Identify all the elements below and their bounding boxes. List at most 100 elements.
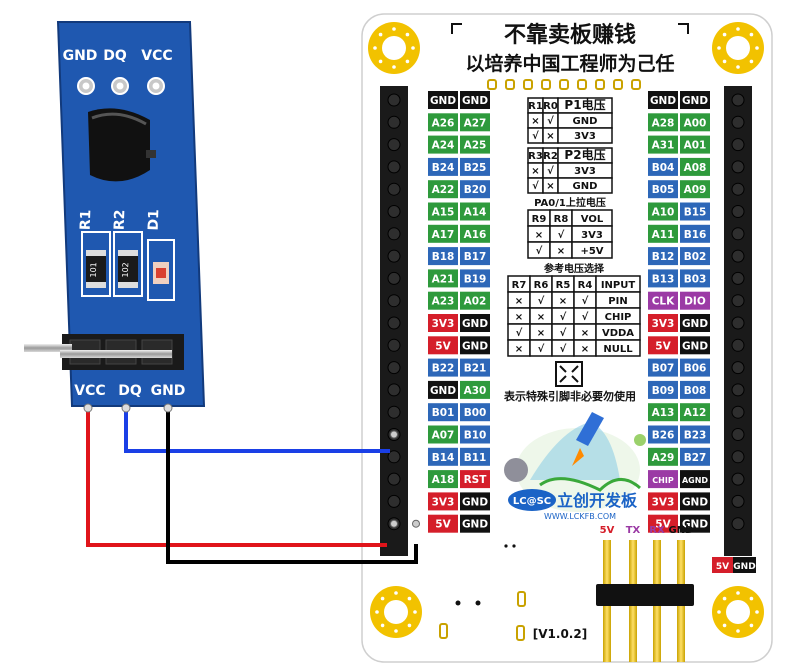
header-pin [387,227,401,241]
table-head: R6 [534,280,549,291]
pin-label-bg [680,425,710,444]
pin-label-bg [460,291,490,310]
pin-label-bg [428,113,458,132]
header-pin [387,472,401,486]
pin-label: DIO [684,296,706,308]
pin-label-bg [428,358,458,377]
header-pin [731,227,745,241]
header-pin [387,338,401,352]
temperature-sensor-chip [88,108,156,182]
table-value: × [581,344,589,355]
mount-dot [717,610,721,614]
pin-label-bg [648,447,678,466]
table-value: 3V3 [574,131,596,142]
mount-dot [392,27,396,31]
pin-label-bg [460,470,490,489]
pin-label: GND [682,318,708,330]
mount-dot [378,32,383,37]
pin-label: 5V [655,519,671,531]
pin-label: A30 [464,385,487,397]
pin-label: A22 [432,184,455,196]
pin-label-bg [428,336,458,355]
header-pin [731,249,745,263]
header-pin [387,294,401,308]
sensor-top-label-dq: DQ [103,48,127,64]
test-pad [559,79,569,90]
pin-label: 5V [655,340,671,352]
pin-label-bg [428,514,458,533]
pin-label-bg [460,157,490,176]
bottom-header-label: RX [649,525,665,536]
header-pin [731,494,745,508]
pin-label: A23 [432,296,455,308]
mount-dot [749,32,754,37]
special-pin-note: 表示特殊引脚非必要勿使用 [503,389,636,403]
header-pin [387,115,401,129]
table-value: × [515,296,523,307]
bottom-header-label: 5V [600,525,615,536]
pin-label-bg [648,91,678,109]
mount-dot [749,59,754,64]
header-pin [731,450,745,464]
connected-pin [390,430,398,439]
pin-label: A28 [652,117,675,129]
header-pin [387,182,401,196]
pin-label: B20 [464,184,487,196]
pin-label-bg [680,470,710,489]
mount-dot [749,623,754,628]
brand-logo-text: LC@SC [513,496,551,507]
header-pin [387,361,401,375]
pin-label: A29 [652,452,675,464]
pin-label: B01 [432,407,455,419]
wires [83,403,418,564]
pin-label: GND [462,340,488,352]
header-pin [731,338,745,352]
pin-label: AGND [682,476,708,485]
pin-label: B26 [652,430,675,442]
mount-dot [378,59,383,64]
header-pin [387,316,401,330]
connected-pin [412,519,420,528]
header-pin [731,115,745,129]
table-value: GND [573,181,598,192]
header-pin [387,405,401,419]
mount-dot [407,623,412,628]
pin-label-bg [428,492,458,511]
table-title: 参考电压选择 [544,262,605,275]
table-head: R4 [578,280,593,291]
bottom-header-label: GND [669,525,694,536]
pin-label-bg [680,157,710,176]
pin-label-bg [680,269,710,288]
pin-label: A12 [684,407,707,419]
table-value: √ [560,327,567,339]
pin-label: 5V [435,519,451,531]
pin-label: GND [682,95,708,107]
header-pin [387,249,401,263]
pin-label: B18 [432,251,455,263]
pin-label: B19 [464,273,487,285]
pin-label-bg [680,113,710,132]
table-value: × [546,131,554,142]
pin-label-bg [648,113,678,132]
pin-label-bg [460,314,490,332]
mount-dot [413,610,417,614]
pin-label: GND [430,95,456,107]
board-version: [V1.0.2] [533,627,587,641]
pin-label-bg [428,157,458,176]
table-value: GND [573,116,598,127]
pin-label-bg [648,224,678,243]
header-pin [731,428,745,441]
header-pin [731,383,745,397]
ds18b20-module: GND DQ VCC R1 R2 D1 101 102 [24,21,206,407]
table-head: P2电压 [564,147,605,162]
pin-label-bg [460,358,490,377]
pin-label-bg [460,425,490,444]
pin-label: 3V3 [652,496,675,508]
header-pin [387,205,401,218]
pin-label: B04 [652,162,675,174]
pin-label-bg [428,135,458,154]
pin-label: A16 [464,229,487,241]
pin-label-bg [460,224,490,243]
table-value: × [537,312,545,323]
